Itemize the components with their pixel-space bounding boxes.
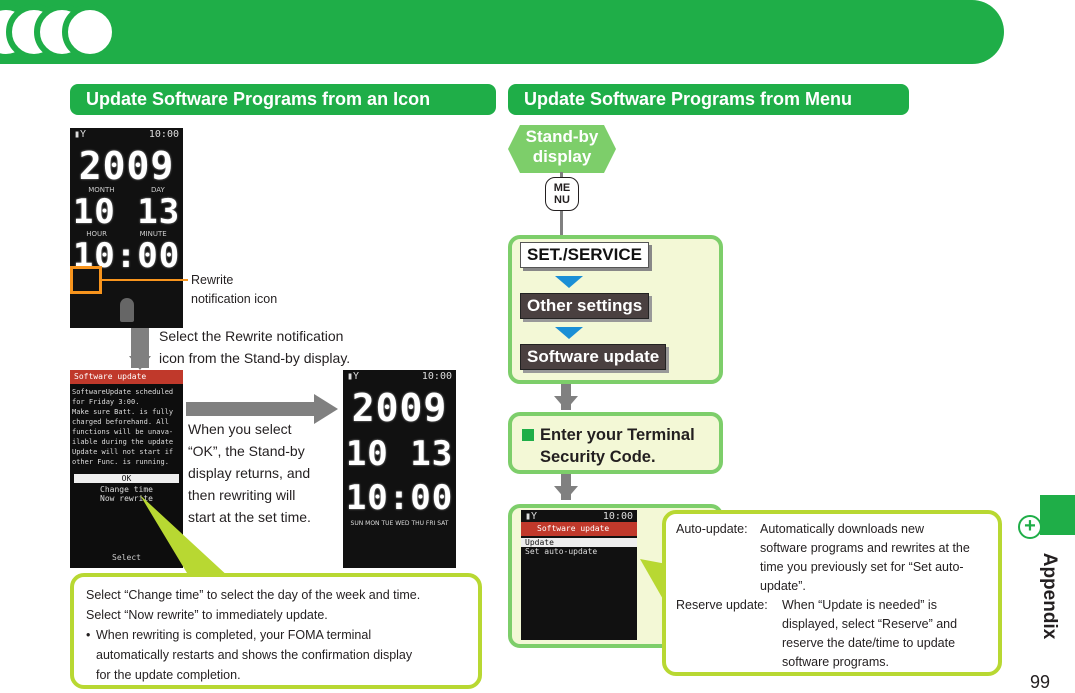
signal-icon: ▮Y xyxy=(74,129,87,140)
arrow-down-icon xyxy=(555,327,583,339)
auto-update-definition: Auto-update: Automatically downloads new… xyxy=(676,522,970,593)
menu-item-set-service[interactable]: SET./SERVICE xyxy=(520,242,649,268)
definitions-callout: Auto-update: Automatically downloads new… xyxy=(662,510,1002,676)
menu-item-other-settings[interactable]: Other settings xyxy=(520,293,650,319)
security-code-box: Enter your Terminal Security Code. xyxy=(508,412,723,474)
standby-badge xyxy=(508,125,616,173)
menu-item-software-update[interactable]: Software update xyxy=(520,344,667,370)
message-line: for Friday 3:00. xyxy=(72,398,140,406)
plus-icon: + xyxy=(1018,515,1042,539)
ok-option[interactable]: OK xyxy=(74,474,179,483)
date-display: 10 13 xyxy=(72,192,181,232)
reserve-update-definition: Reserve update: When “Update is needed” … xyxy=(676,598,958,669)
time-display: 10:00 xyxy=(345,478,454,518)
update-option[interactable]: Update xyxy=(521,538,637,547)
weekday-row: SUN MON TUE WED THU FRI SAT xyxy=(350,520,449,527)
date-display: 10 13 xyxy=(345,434,454,474)
bullet-square-icon xyxy=(522,429,534,441)
message-line: charged beforehand. All xyxy=(72,418,169,426)
menu-key-icon[interactable]: ME NU xyxy=(545,177,579,211)
callout-line xyxy=(102,279,188,281)
message-line: Make sure Batt. is fully xyxy=(72,408,174,416)
section-title-menu: Update Software Programs from Menu xyxy=(508,84,909,115)
message-line: ilable during the update xyxy=(72,438,174,446)
standby-label: Stand-by display xyxy=(525,127,599,166)
signal-icon: ▮Y xyxy=(347,371,360,382)
section-title-icon: Update Software Programs from an Icon xyxy=(70,84,496,115)
sidebar-label-wrap: Appendix xyxy=(1024,545,1068,655)
top-banner xyxy=(0,0,1004,64)
page-number: 99 xyxy=(1030,672,1051,692)
message-line: Update will not start if xyxy=(72,448,174,456)
callout-label: Rewrite notification icon xyxy=(191,273,278,306)
message-body: SoftwareUpdate scheduled for Friday 3:00.… xyxy=(70,384,183,470)
year-display: 2009 xyxy=(78,144,175,188)
arrow-down-icon xyxy=(129,356,151,370)
rewrite-notification-icon[interactable] xyxy=(70,266,102,294)
step1-instruction: Select the Rewrite notification icon fro… xyxy=(159,328,351,366)
note-bullet: • When rewriting is completed, your FOMA… xyxy=(86,628,413,682)
note-callout: Select “Change time” to select the day o… xyxy=(70,573,482,689)
screen-header: Software update xyxy=(70,370,183,384)
now-rewrite-option[interactable]: Now rewrite xyxy=(100,494,153,503)
message-line: SoftwareUpdate scheduled xyxy=(72,388,174,396)
sidebar-label: Appendix xyxy=(1039,552,1060,640)
message-line: other Func. is running. xyxy=(72,458,169,466)
message-line: functions will be unava- xyxy=(72,428,174,436)
callout-pointer xyxy=(140,495,230,578)
arrow-right-icon xyxy=(186,402,320,416)
signal-icon: ▮Y xyxy=(525,511,538,522)
change-time-option[interactable]: Change time xyxy=(100,485,153,494)
arrow-down-icon xyxy=(554,396,578,410)
year-display: 2009 xyxy=(351,386,448,430)
screen-header: Software update xyxy=(521,522,637,536)
arrow-right-icon xyxy=(314,394,338,424)
sidebar-tab xyxy=(1040,495,1075,535)
arrow-down-icon xyxy=(554,486,578,500)
step2-instruction: When you select “OK”, the Stand-by displ… xyxy=(188,421,311,525)
arrow-down-icon xyxy=(555,276,583,288)
character-icon xyxy=(120,298,134,322)
chevron-right-icon xyxy=(62,4,118,60)
softkey-select[interactable]: Select xyxy=(112,553,141,562)
set-auto-update-option[interactable]: Set auto-update xyxy=(525,547,598,556)
